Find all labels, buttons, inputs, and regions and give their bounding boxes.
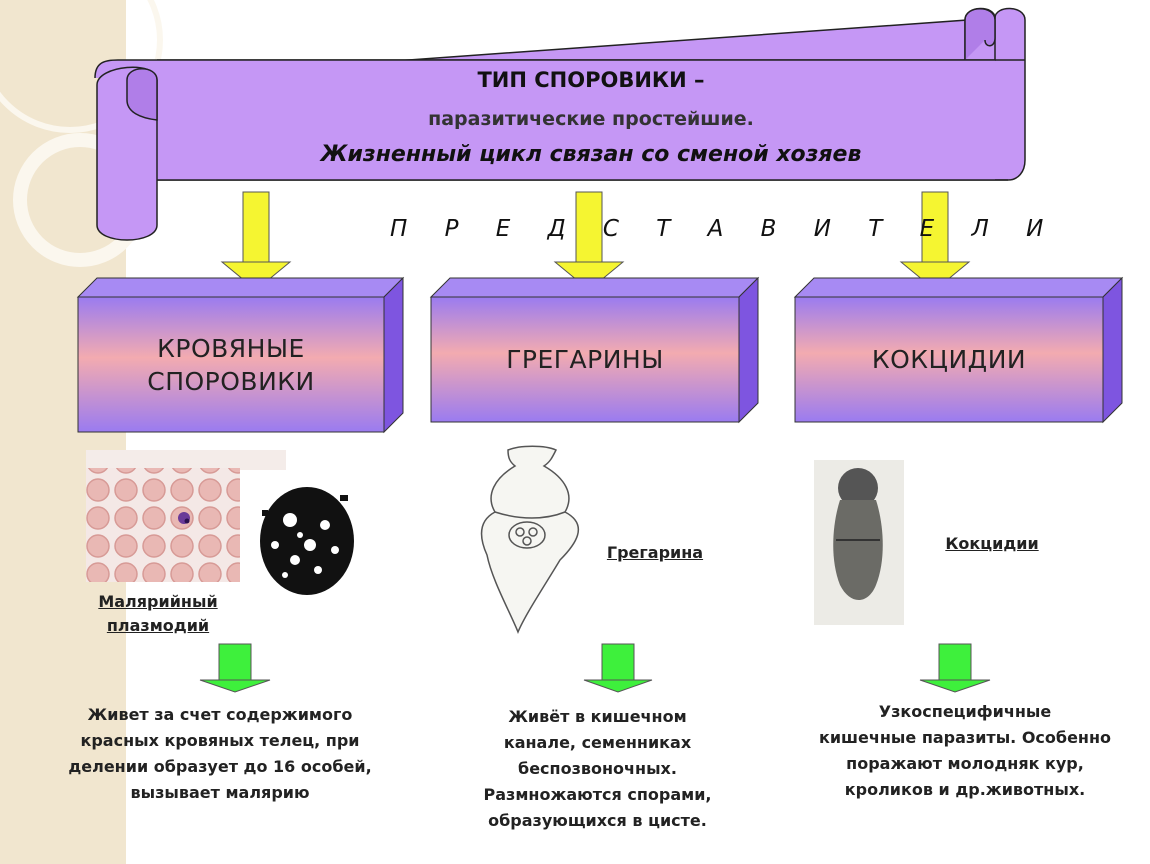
header-type-title: ТИП СПОРОВИКИ – [477, 68, 705, 92]
green-arrow-2 [583, 643, 653, 693]
description-line: Живет за счет содержимого [87, 705, 353, 724]
caption-plasmodium: Малярийный плазмодий [80, 590, 236, 638]
box-label-coccidia: КОКЦИДИИ [871, 345, 1027, 374]
yellow-arrow-1 [220, 191, 292, 291]
decor-ring-1 [0, 0, 163, 133]
header-life-cycle: Жизненный цикл связан со сменой хозяев [320, 142, 862, 167]
description-line: красных кровяных телец, при [80, 731, 360, 750]
description-line: Размножаются спорами, [483, 785, 712, 804]
blood-smear-image [86, 450, 286, 582]
gregarine-image [480, 445, 579, 634]
box-label-blood-sporozoans: КРОВЯНЫЕ СПОРОВИКИ [78, 332, 384, 398]
scroll-banner [94, 7, 1026, 241]
description-line: кроликов и др.животных. [844, 780, 1086, 799]
representatives-label: П Р Е Д С Т А В И Т Е Л И [390, 216, 1059, 242]
description-gregarines: Живёт в кишечном канале, семенниках бесп… [440, 704, 755, 834]
box-coccidia [793, 276, 1124, 424]
plasmodium-cell-image [260, 487, 354, 595]
description-blood-sporozoans: Живет за счет содержимого красных кровян… [45, 702, 395, 806]
caption-line-2: плазмодий [106, 616, 210, 635]
coccidia-image [814, 460, 904, 625]
header-subtitle: паразитические простейшие. [428, 108, 754, 130]
description-line: кишечные паразиты. Особенно [818, 728, 1112, 747]
caption-line-1: Малярийный [98, 592, 218, 611]
description-line: вызывает малярию [130, 783, 310, 802]
caption-coccidia: Кокцидии [945, 534, 1039, 553]
description-line: делении образует до 16 особей, [68, 757, 372, 776]
description-coccidia: Узкоспецифичные кишечные паразиты. Особе… [800, 699, 1130, 803]
box-label-gregarines: ГРЕГАРИНЫ [506, 345, 664, 374]
box-gregarines [429, 276, 760, 424]
description-line: Узкоспецифичные [878, 702, 1052, 721]
yellow-arrow-2 [553, 191, 625, 291]
green-arrow-3 [919, 643, 991, 693]
description-line: образующихся в цисте. [488, 811, 707, 830]
description-line: поражают молодняк кур, [846, 754, 1084, 773]
description-line: канале, семенниках [503, 733, 692, 752]
description-line: беспозвоночных. [518, 759, 677, 778]
caption-gregarine: Грегарина [606, 543, 704, 562]
green-arrow-1 [199, 643, 271, 693]
yellow-arrow-3 [899, 191, 971, 291]
box-label-line-1: КРОВЯНЫЕ [157, 334, 305, 363]
description-line: Живёт в кишечном [508, 707, 687, 726]
box-blood-sporozoans [76, 276, 405, 434]
box-label-line-2: СПОРОВИКИ [147, 367, 315, 396]
